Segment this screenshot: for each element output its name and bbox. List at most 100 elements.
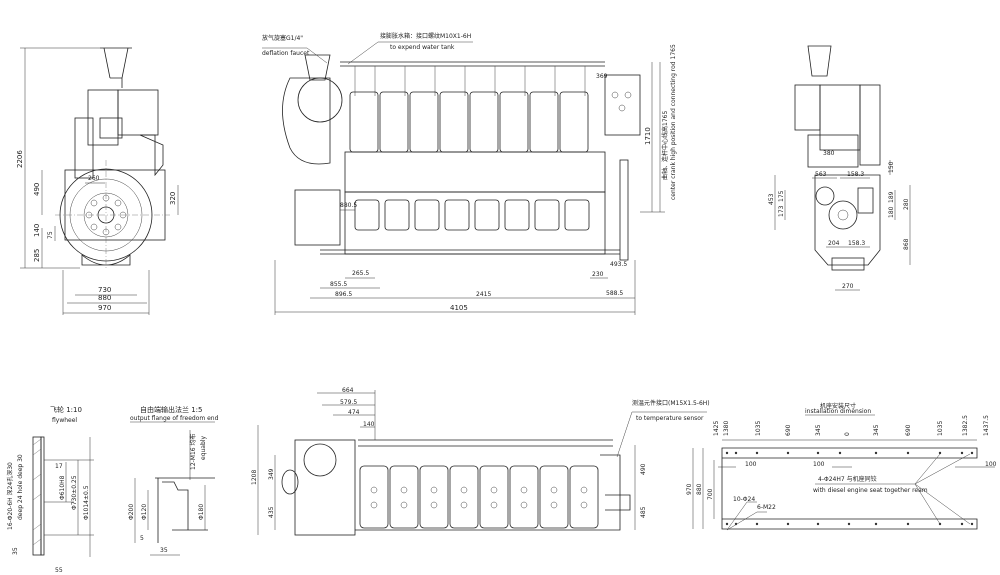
temperature-sensor-label-cn: 测温元件接口(M15X1.5-6H) — [632, 399, 710, 407]
dim-204: 204 — [828, 240, 840, 247]
dim-970: 970 — [98, 304, 111, 312]
inst-dim-1437-5: 1437.5 — [983, 415, 990, 436]
deflation-label-cn: 放气旋塞G1/4" — [262, 34, 303, 42]
dim-140-top: 140 — [363, 421, 375, 428]
flywheel-holes-en: deep 24 hole deep 30 — [17, 454, 24, 520]
installation-dimension: 机座安装尺寸 installation dimension 1425 1380 … — [686, 402, 997, 531]
holes-6-label: 6-M22 — [757, 504, 776, 511]
top-view: 664 579.5 474 140 1208 349 435 490 485 测… — [251, 387, 710, 536]
holes-10-label: 10-Φ24 — [733, 496, 755, 503]
dim-1710: 1710 — [644, 127, 652, 145]
dim-664: 664 — [342, 387, 354, 394]
flange-dim-5: 5 — [140, 535, 144, 542]
bolt-note-en: with diesel engine seat together ream — [813, 487, 928, 494]
dim-175: 175 — [778, 190, 785, 202]
dim-270: 270 — [842, 283, 854, 290]
dim-563: 563 — [815, 171, 827, 178]
dim-173: 173 — [778, 205, 785, 217]
flange-holes: 12-M16 均布 — [189, 433, 197, 470]
dim-453: 453 — [768, 193, 775, 205]
rear-view: 453 175 173 150 189 180 280 868 204 158.… — [768, 45, 911, 291]
dim-880: 880 — [98, 294, 111, 302]
dim-280: 280 — [903, 198, 910, 210]
flange-d180: Φ180 — [198, 504, 205, 520]
installation-title-en: installation dimension — [805, 408, 871, 415]
inst-dim-690-right: 690 — [905, 424, 912, 436]
inst-dim-100-left: 100 — [745, 461, 757, 468]
flywheel-dim-17: 17 — [55, 463, 63, 470]
flywheel-title-en: flywheel — [52, 417, 77, 424]
dim-285: 285 — [33, 249, 41, 262]
flywheel-title-cn: 飞轮 1:10 — [50, 405, 82, 414]
flywheel-detail: 飞轮 1:10 flywheel 16-Φ20-6H 深24孔深30 deep … — [6, 405, 94, 574]
dim-140: 140 — [33, 224, 41, 237]
dim-180: 180 — [888, 206, 895, 218]
inst-dim-1425: 1425 — [713, 421, 720, 436]
crank-height-cn: 曲轴、连杆中心线高1765 — [661, 111, 669, 180]
inst-dim-700: 700 — [707, 488, 714, 500]
dim-588-5: 588.5 — [606, 290, 623, 297]
inst-dim-0: 0 — [844, 432, 851, 436]
dim-369: 369 — [596, 73, 608, 80]
deflation-label-en: deflation faucet — [262, 50, 310, 57]
flange-detail: 自由端输出法兰 1:5 output flange of freedom end… — [128, 405, 219, 556]
dim-485: 485 — [640, 506, 647, 518]
dim-320: 320 — [169, 192, 177, 205]
dim-868: 868 — [903, 238, 910, 250]
installation-title-cn: 机座安装尺寸 — [820, 402, 856, 410]
flange-holes-en: equably — [200, 436, 207, 460]
expand-tank-label-en: to expend water tank — [390, 44, 455, 51]
front-view: 2206 490 140 75 285 320 260 730 880 970 — [16, 47, 179, 315]
dim-230: 230 — [592, 271, 604, 278]
crank-height-en: center crank high position and connectin… — [670, 44, 677, 200]
inst-dim-880: 880 — [696, 483, 703, 495]
dim-490: 490 — [33, 183, 41, 196]
inst-dim-970: 970 — [686, 483, 693, 495]
flywheel-dim-35: 35 — [12, 547, 19, 555]
inst-dim-1382-5: 1382.5 — [962, 415, 969, 436]
dim-265-5: 265.5 — [352, 270, 369, 277]
dim-front-height: 2206 — [16, 150, 24, 168]
expand-tank-label-cn: 接膨胀水箱：接口螺纹M10X1-6H — [380, 32, 471, 40]
flange-title-en: output flange of freedom end — [130, 415, 219, 422]
dim-158-3-lower: 158.3 — [848, 240, 865, 247]
dim-896-5: 896.5 — [335, 291, 352, 298]
dim-4105: 4105 — [450, 304, 468, 312]
dim-579-5: 579.5 — [340, 399, 357, 406]
dim-493-5: 493.5 — [610, 261, 627, 268]
bolt-note-cn: 4-Φ24H7 与机座同铰 — [818, 475, 877, 483]
flange-d120: Φ120 — [141, 504, 148, 520]
flange-title-cn: 自由端输出法兰 1:5 — [140, 405, 203, 414]
inst-dim-1035-left: 1035 — [755, 421, 762, 436]
dim-189: 189 — [888, 191, 895, 203]
dim-158-3-upper: 158.3 — [847, 171, 864, 178]
flange-dim-35: 35 — [160, 547, 168, 554]
dim-730: 730 — [98, 286, 111, 294]
dim-150: 150 — [888, 161, 895, 173]
inst-dim-100-right: 100 — [985, 461, 997, 468]
dim-75: 75 — [47, 231, 54, 239]
flywheel-d610: Φ610H8 — [59, 475, 66, 500]
flywheel-d730: Φ730±0.25 — [71, 475, 78, 510]
flywheel-holes: 16-Φ20-6H 深24孔深30 — [6, 462, 14, 530]
inst-dim-100-mid: 100 — [813, 461, 825, 468]
dim-490-top: 490 — [640, 463, 647, 475]
dim-435: 435 — [268, 506, 275, 518]
side-view: 放气旋塞G1/4" deflation faucet 接膨胀水箱：接口螺纹M10… — [262, 32, 677, 315]
dim-349: 349 — [268, 468, 275, 480]
dim-855-5: 855.5 — [330, 281, 347, 288]
temperature-sensor-label-en: to temperature sensor — [636, 415, 704, 422]
inst-dim-1380: 1380 — [723, 421, 730, 436]
dim-1208: 1208 — [251, 470, 258, 485]
dim-260: 260 — [88, 175, 100, 182]
flywheel-dim-55: 55 — [55, 567, 63, 574]
inst-dim-1035-right: 1035 — [937, 421, 944, 436]
flange-d200: Φ200 — [128, 504, 135, 520]
inst-dim-345-right: 345 — [873, 424, 880, 436]
dim-880-5: 880.5 — [340, 202, 357, 209]
dim-380: 380 — [823, 150, 835, 157]
flywheel-d1014: Φ1014±0.5 — [83, 485, 90, 520]
inst-dim-345-left: 345 — [815, 424, 822, 436]
dim-474: 474 — [348, 409, 360, 416]
